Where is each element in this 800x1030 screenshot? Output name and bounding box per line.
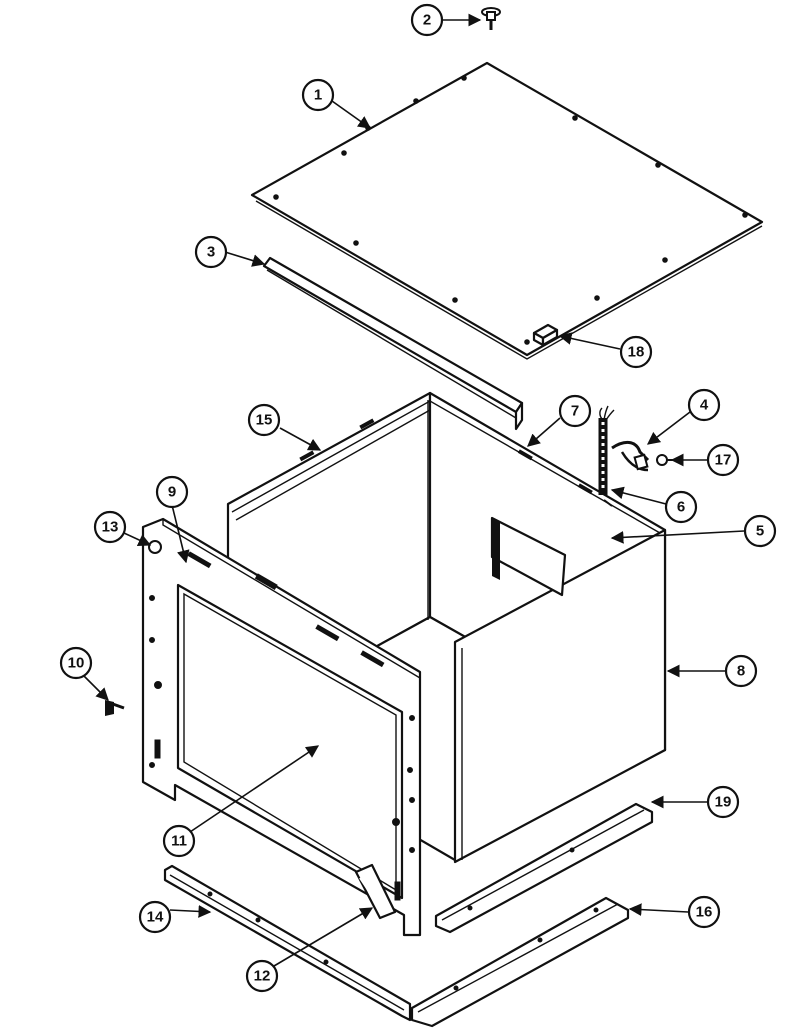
svg-text:17: 17 (715, 452, 732, 469)
callout-12: 12 (245, 959, 279, 993)
svg-text:6: 6 (677, 499, 685, 516)
callout-1: 1 (301, 78, 335, 112)
svg-text:3: 3 (207, 244, 215, 261)
svg-text:9: 9 (168, 484, 176, 501)
leader-lines (83, 13, 745, 967)
front-bottom-rail (163, 864, 412, 1022)
hinge-bracket (354, 863, 397, 920)
wire-harness (598, 405, 615, 507)
svg-text:16: 16 (696, 904, 713, 921)
svg-text:8: 8 (737, 663, 745, 680)
callout-2: 2 (410, 3, 444, 37)
svg-text:12: 12 (254, 968, 271, 985)
rear-channel-strip (262, 256, 524, 431)
front-frame (141, 517, 422, 937)
callout-3: 3 (194, 235, 228, 269)
callout-11: 11 (162, 824, 196, 858)
callout-14: 14 (138, 900, 172, 934)
svg-text:11: 11 (171, 833, 187, 850)
top-panel-clip (532, 323, 559, 347)
svg-text:18: 18 (628, 344, 645, 361)
callout-6: 6 (664, 490, 698, 524)
svg-text:7: 7 (571, 403, 579, 420)
callout-7: 7 (558, 394, 592, 428)
svg-text:14: 14 (147, 909, 164, 926)
callout-13: 13 (93, 510, 127, 544)
rear-bottom-rail (410, 896, 630, 1028)
frame-screw (105, 700, 125, 716)
callout-10: 10 (59, 646, 93, 680)
callout-19: 19 (706, 785, 740, 819)
svg-text:2: 2 (423, 12, 431, 29)
callout-16: 16 (687, 895, 721, 929)
top-screw (481, 7, 501, 30)
svg-text:19: 19 (715, 794, 732, 811)
svg-text:15: 15 (256, 412, 273, 429)
svg-text:13: 13 (102, 519, 119, 536)
side-bottom-rail (434, 802, 654, 934)
callout-9: 9 (155, 475, 189, 509)
callout-18: 18 (619, 335, 653, 369)
svg-text:4: 4 (700, 397, 709, 414)
top-panel (250, 61, 764, 360)
svg-text:10: 10 (68, 655, 85, 672)
callout-5: 5 (743, 514, 777, 548)
callout-4: 4 (687, 388, 721, 422)
svg-text:1: 1 (314, 87, 322, 104)
svg-text:5: 5 (756, 523, 764, 540)
wire-clamp (611, 441, 650, 472)
callout-17: 17 (706, 443, 740, 477)
callout-8: 8 (724, 654, 758, 688)
callout-15: 15 (247, 403, 281, 437)
